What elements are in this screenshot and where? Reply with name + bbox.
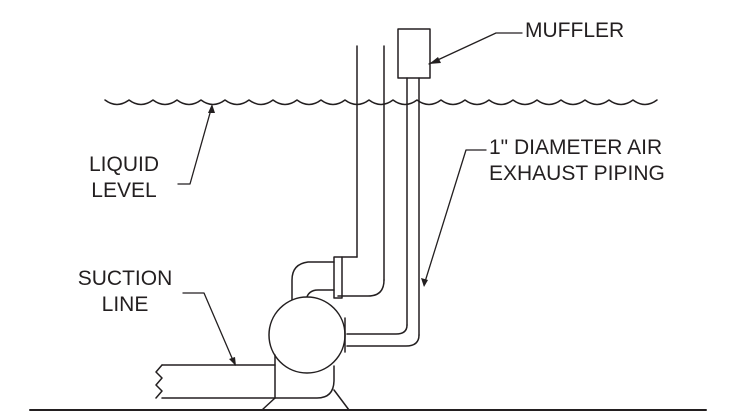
pump-body [261,296,350,411]
air-exhaust-leader [423,149,487,286]
liquid-surface-waves [104,99,658,106]
discharge-pipe [291,45,385,301]
liquid-level-label-line-1: LIQUID [88,153,159,176]
leader-lines [177,32,523,366]
suction-line-label: SUCTION LINE [70,266,180,318]
suction-pipe [155,364,276,399]
air-exhaust-pipe [346,77,420,347]
suction-line-arrowhead [229,357,236,366]
liquid-level-label-line-2: LEVEL [91,179,157,202]
liquid-level-leader [177,105,213,185]
muffler-leader [428,32,523,65]
muffler-label: MUFFLER [525,19,625,42]
suction-line-label-line-2: LINE [101,293,149,316]
air-exhaust-label-line-1: 1" DIAMETER AIR [489,136,663,159]
liquid-level-arrowhead [208,104,215,113]
leader-arrowheads [208,57,441,366]
suction-line-leader [182,292,236,366]
suction-line-label-line-1: SUCTION [77,267,173,290]
air-exhaust-piping-label: 1" DIAMETER AIR EXHAUST PIPING [489,135,665,187]
air-exhaust-arrowhead [421,278,428,287]
muffler-arrowhead [429,57,441,64]
muffler-body [397,28,431,79]
liquid-level-label: LIQUID LEVEL [84,152,164,204]
air-exhaust-label-line-2: EXHAUST PIPING [489,162,665,185]
